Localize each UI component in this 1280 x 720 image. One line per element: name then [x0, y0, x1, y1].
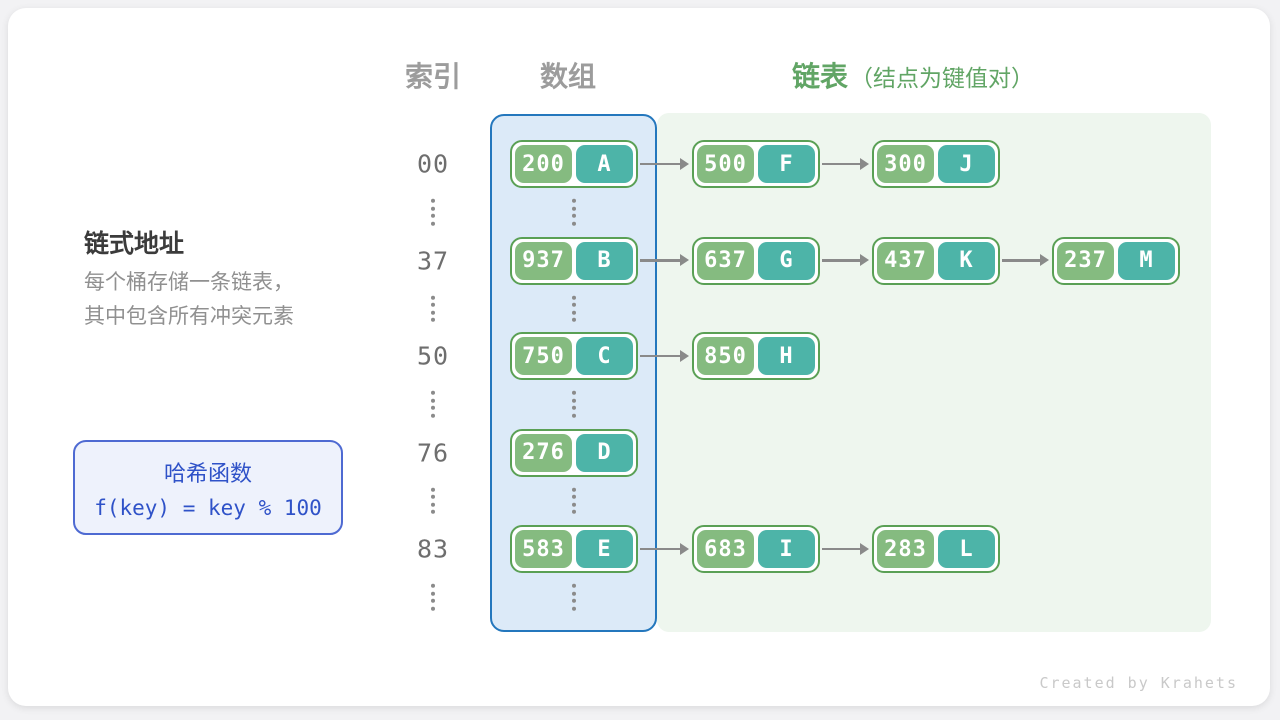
ellipsis-dots: [431, 390, 435, 418]
node-key-cell: 937: [515, 241, 572, 280]
node-value-cell: A: [576, 145, 633, 183]
node-key-cell: 437: [877, 241, 934, 280]
node-key-cell: 637: [697, 241, 754, 280]
node-value-cell: F: [758, 145, 815, 183]
list-header-title: 链表: [791, 61, 849, 92]
node-value-cell: H: [758, 337, 815, 375]
bucket-index: 37: [416, 246, 450, 275]
footer-credit: Created by Krahets: [1039, 674, 1238, 692]
next-pointer-arrow: [640, 158, 689, 169]
ellipsis-dots: [431, 487, 435, 514]
concept-title: 链式地址: [84, 230, 185, 258]
node-key-cell: 683: [697, 530, 754, 568]
node-key-cell: 850: [697, 337, 754, 375]
node-key-cell: 283: [877, 530, 934, 568]
bucket-index: 00: [416, 149, 450, 179]
ellipsis-dots: [571, 390, 576, 418]
node-value-cell: I: [758, 530, 815, 568]
node-value-cell: L: [938, 530, 995, 568]
node-key-cell: 276: [515, 433, 572, 472]
node-key-cell: 583: [515, 530, 572, 568]
ellipsis-dots: [571, 295, 576, 322]
ellipsis-dots: [571, 487, 576, 514]
next-pointer-arrow: [640, 255, 689, 266]
next-pointer-arrow: [822, 543, 869, 554]
ellipsis-dots: [571, 583, 576, 611]
concept-description: 每个桶存储一条链表， 其中包含所有冲突元素: [84, 266, 294, 334]
next-pointer-arrow: [1002, 255, 1049, 266]
next-pointer-arrow: [640, 350, 689, 361]
node-value-cell: B: [576, 241, 633, 280]
node-key-cell: 237: [1057, 241, 1114, 280]
concept-description-line1: 每个桶存储一条链表，: [84, 271, 294, 294]
node-value-cell: J: [938, 145, 995, 183]
ellipsis-dots: [571, 198, 576, 226]
node-key-cell: 500: [697, 145, 754, 183]
hash-function-formula: f(key) = key % 100: [94, 495, 322, 520]
node-value-cell: K: [938, 241, 995, 280]
node-value-cell: D: [576, 433, 633, 472]
next-pointer-arrow: [640, 543, 689, 554]
node-key-cell: 750: [515, 337, 572, 375]
list-header-note: （结点为键值对）: [850, 65, 1035, 91]
bucket-index: 83: [416, 534, 450, 564]
bucket-index: 76: [416, 438, 450, 467]
ellipsis-dots: [431, 198, 435, 226]
concept-description-line2: 其中包含所有冲突元素: [84, 305, 294, 328]
array-column-header: 数组: [539, 61, 597, 92]
index-column-header: 索引: [404, 61, 462, 92]
hash-function-title: 哈希函数: [163, 460, 252, 486]
next-pointer-arrow: [822, 255, 869, 266]
node-key-cell: 300: [877, 145, 934, 183]
bucket-index: 50: [416, 341, 450, 371]
list-column-header: 链表 （结点为键值对）: [792, 55, 1034, 95]
node-value-cell: C: [576, 337, 633, 375]
hash-function-box: 哈希函数 f(key) = key % 100: [73, 440, 343, 535]
node-value-cell: M: [1118, 241, 1175, 280]
node-value-cell: G: [758, 241, 815, 280]
node-value-cell: E: [576, 530, 633, 568]
ellipsis-dots: [431, 583, 435, 611]
next-pointer-arrow: [822, 158, 869, 169]
ellipsis-dots: [431, 295, 435, 322]
node-key-cell: 200: [515, 145, 572, 183]
